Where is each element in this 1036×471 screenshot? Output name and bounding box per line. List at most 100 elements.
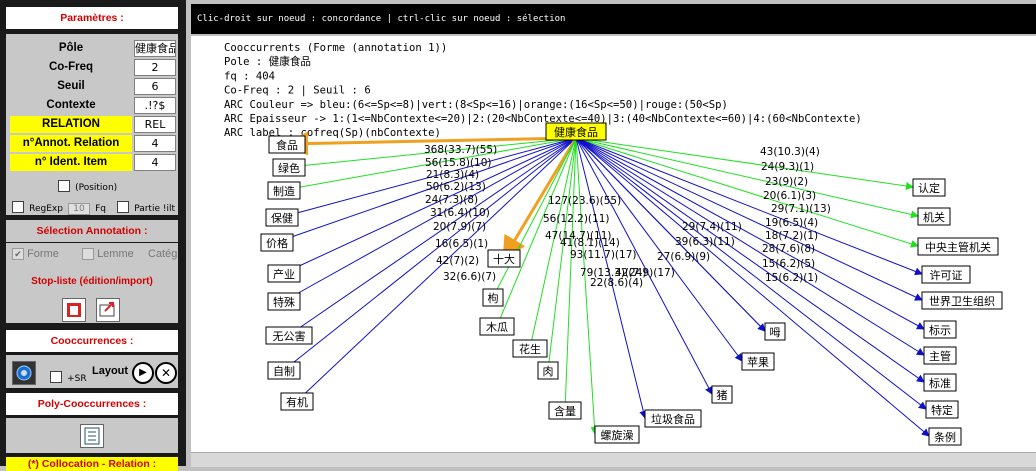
- graph-node-zhu[interactable]: 猪: [711, 385, 733, 404]
- graph-node-hanliang[interactable]: 含量: [548, 401, 582, 420]
- forme-checkbox[interactable]: ✔: [12, 248, 24, 261]
- graph-node-teding[interactable]: 特定: [925, 400, 959, 419]
- graph-edge-chanye: [283, 137, 577, 274]
- layout-play-icon[interactable]: ▶: [132, 362, 154, 384]
- regexp-value-field[interactable]: 10: [68, 203, 91, 215]
- pole-node[interactable]: 健康食品: [545, 122, 607, 141]
- layout-stop-icon[interactable]: ✕: [155, 362, 177, 384]
- node-label: 猪: [717, 389, 728, 402]
- graph-edge-jiage: [276, 137, 577, 244]
- edge-label: 32(6.6)(7): [443, 271, 496, 283]
- position-checkbox[interactable]: [58, 179, 70, 192]
- categ-label[interactable]: Catég: [148, 248, 178, 260]
- horizontal-scrollbar[interactable]: [191, 452, 1036, 467]
- graph-node-zhuguan[interactable]: 主管: [923, 346, 957, 365]
- param-value-field[interactable]: REL: [134, 116, 176, 133]
- graph-node-tiaoli[interactable]: 条例: [928, 427, 962, 446]
- param-value-field[interactable]: 2: [134, 59, 176, 76]
- graph-node-chanye[interactable]: 产业: [267, 264, 301, 283]
- param-value-field[interactable]: .!?$: [134, 97, 176, 114]
- param-value-field[interactable]: 健康食品: [134, 40, 176, 57]
- forme-option[interactable]: ✔ Forme: [12, 248, 59, 261]
- position-option[interactable]: (Position): [58, 175, 117, 194]
- poly-list-icon[interactable]: [80, 424, 104, 448]
- edge-label: 43(10.3)(4): [760, 146, 820, 158]
- graph-node-who[interactable]: 世界卫生组织: [921, 291, 1003, 310]
- edge-label: 18(7.2)(1): [765, 230, 818, 242]
- node-label: 绿色: [278, 161, 300, 175]
- graph-node-pingguo[interactable]: 苹果: [741, 352, 775, 371]
- node-label: 十大: [493, 252, 515, 266]
- graph-node-zizhi[interactable]: 自制: [267, 361, 301, 380]
- graph-node-jiguan[interactable]: 机关: [917, 207, 951, 226]
- regexp-row: RegExp 10 Fq Partie !ilt: [12, 196, 176, 215]
- graph-node-wugonghai[interactable]: 无公害: [265, 326, 313, 345]
- graph-edge-labels: 368(33.7)(55)56(15.8)(10)21(8.3)(4)50(6.…: [424, 144, 831, 289]
- edge-label: 368(33.7)(55): [424, 144, 497, 156]
- graph-node-huasheng[interactable]: 花生: [512, 339, 548, 358]
- graph-node-rending[interactable]: 认定: [912, 178, 946, 197]
- graph-edge-huasheng: [527, 137, 577, 349]
- param-label: Contexte: [46, 99, 96, 111]
- graph-node-gou[interactable]: 枸: [482, 288, 504, 307]
- cooccurrence-graph[interactable]: Cooccurrents (Forme (annotation 1))Pole …: [191, 36, 1036, 452]
- graph-node-mugua[interactable]: 木瓜: [479, 317, 515, 336]
- graph-canvas[interactable]: Cooccurrents (Forme (annotation 1))Pole …: [191, 36, 1036, 452]
- param-value-field[interactable]: 4: [134, 135, 176, 152]
- node-label: 条例: [934, 430, 956, 444]
- edge-label: 19(6.5)(4): [765, 217, 818, 229]
- sr-option[interactable]: +SR: [50, 366, 87, 385]
- graph-node-lvse[interactable]: 绿色: [272, 158, 306, 177]
- graph-node-biaozhun[interactable]: 标准: [923, 373, 957, 392]
- node-label: 螺旋澡: [601, 428, 634, 442]
- stoplist-import-icon[interactable]: [96, 298, 120, 322]
- sr-checkbox[interactable]: [50, 370, 62, 383]
- node-label: 肉: [543, 365, 554, 378]
- run-cooccurrence-icon[interactable]: [12, 361, 36, 385]
- graph-edge-laji: [575, 137, 648, 419]
- graph-edge-zizhi: [283, 137, 577, 371]
- graph-node-xuke[interactable]: 许可证: [921, 265, 971, 284]
- collocation-header: (*) Collocation - Relation :: [6, 457, 178, 471]
- lemme-label: Lemme: [97, 248, 134, 260]
- node-label: 价格: [266, 236, 288, 250]
- graph-node-biaoshi[interactable]: 标示: [923, 320, 957, 339]
- graph-node-youji[interactable]: 有机: [280, 392, 314, 411]
- graph-node-luoxuanzao[interactable]: 螺旋澡: [594, 425, 640, 444]
- graph-node-laji[interactable]: 垃圾食品: [644, 409, 702, 428]
- regexp-checkbox[interactable]: [12, 200, 24, 213]
- info-line: fq : 404: [224, 70, 275, 82]
- graph-node-shida[interactable]: 十大: [487, 249, 521, 268]
- node-label: 有机: [286, 395, 308, 409]
- graph-edge-xuke: [575, 137, 923, 276]
- graph-edge-jiguan: [575, 137, 919, 219]
- graph-node-rou[interactable]: 肉: [537, 361, 559, 380]
- stoplist-edit-icon[interactable]: [62, 298, 86, 322]
- graph-node-jiage[interactable]: 价格: [260, 233, 294, 252]
- sr-label: +SR: [67, 374, 87, 384]
- graph-node-baojian[interactable]: 保健: [265, 208, 299, 227]
- edge-label: 27(6.9)(9): [657, 251, 710, 263]
- graph-edge-gou: [492, 137, 577, 298]
- graph-edge-shipin: [284, 131, 577, 156]
- node-label: 许可证: [930, 269, 963, 282]
- graph-node-hu[interactable]: 呣: [764, 322, 786, 341]
- lemme-option[interactable]: Lemme: [82, 248, 134, 261]
- graph-edge-baojian: [281, 137, 577, 220]
- graph-edge-hanliang: [561, 137, 577, 411]
- instruction-bar: Clic-droit sur noeud : concordance | ctr…: [191, 4, 1036, 34]
- param-value-field[interactable]: 6: [134, 78, 176, 95]
- param-label: Co-Freq: [48, 61, 94, 73]
- edge-label: 39(6.3)(11): [675, 236, 735, 248]
- param-label: Seuil: [57, 80, 85, 92]
- param-value-field[interactable]: 4: [134, 154, 176, 171]
- node-label: 保健: [271, 211, 293, 225]
- graph-node-zhizao[interactable]: 制造: [267, 181, 301, 200]
- graph-node-zhongyang[interactable]: 中央主管机关: [917, 237, 999, 256]
- partie-checkbox[interactable]: [117, 200, 130, 213]
- graph-node-teshu[interactable]: 特殊: [267, 292, 301, 311]
- lemme-checkbox[interactable]: [82, 248, 94, 261]
- graph-node-shipin[interactable]: 食品: [268, 135, 306, 154]
